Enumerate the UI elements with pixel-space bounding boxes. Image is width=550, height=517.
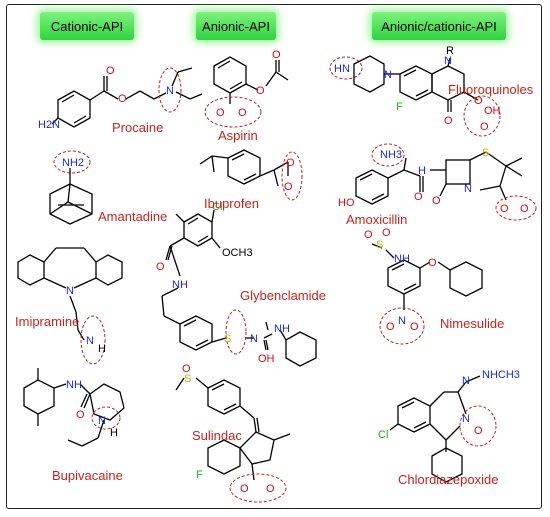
label-amoxicillin: Amoxicillin [346, 212, 408, 227]
atom-h: H [98, 343, 106, 355]
ibuprofen-structure [199, 149, 303, 201]
label-imipramine: Imipramine [15, 314, 80, 329]
atom-nh: NH [274, 323, 290, 335]
atom-o: O [76, 409, 85, 421]
atom-nh3: NH3 [380, 149, 402, 161]
label-amantadine: Amantadine [98, 209, 168, 224]
atom-hn: HN [334, 63, 350, 75]
atom-o: O [444, 115, 453, 127]
atom-nhch3: NHCH3 [482, 369, 520, 381]
amoxicillin-structure [355, 143, 537, 221]
atom-o: O [480, 121, 489, 133]
atom-o: O [364, 229, 373, 241]
atom-o: O [500, 203, 509, 215]
atom-s: S [184, 373, 191, 385]
atom-o: O [106, 65, 115, 77]
atom-o: O [284, 181, 293, 193]
label-fluoroquinoles: Fluoroquinoles [448, 82, 534, 97]
amantadine-structure [49, 150, 93, 225]
atom-oh: OH [258, 353, 275, 365]
atom-f: F [396, 101, 403, 113]
atom-n: N [462, 375, 470, 387]
atom-o: O [272, 49, 281, 61]
atom-o: O [414, 191, 423, 203]
atom-n: N [462, 413, 470, 425]
label-aspirin: Aspirin [218, 128, 258, 143]
atom-n: N [444, 55, 452, 67]
atom-nh: NH [394, 253, 410, 265]
atom-o: O [286, 157, 295, 169]
atom-h2n: H2N [38, 119, 60, 131]
imipramine-structure [17, 247, 123, 365]
atom-o: O [118, 93, 127, 105]
label-ibuprofen: Ibuprofen [204, 196, 259, 211]
label-nimesulide: Nimesulide [440, 316, 505, 331]
atom-n: N [384, 69, 392, 81]
figure-border [6, 4, 542, 509]
atom-o: O [266, 483, 275, 495]
atom-s: S [224, 333, 231, 345]
atom-nh: NH [172, 279, 188, 291]
glybenclamide-structure [161, 209, 317, 367]
atom-nh: NH [66, 379, 82, 391]
atom-f: F [196, 469, 203, 481]
procaine-structure [51, 67, 203, 128]
atom-s: S [376, 239, 383, 251]
atom-n: N [66, 285, 74, 297]
atom-o: O [182, 363, 191, 375]
atom-o: O [382, 227, 391, 239]
atom-o: O [520, 203, 529, 215]
atom-o: O [238, 107, 247, 119]
atom-cl: Cl [212, 201, 222, 213]
atom-o: O [474, 425, 483, 437]
fluoroquinoles-structure [329, 55, 501, 137]
atom-o: O [256, 85, 265, 97]
atom-o: O [216, 107, 225, 119]
atom-n: N [98, 415, 106, 427]
atom-o: O [156, 261, 165, 273]
atom-o: O [240, 483, 249, 495]
atom-s: S [482, 147, 489, 159]
atom-o: O [428, 257, 437, 269]
atom-o: O [410, 321, 419, 333]
atom-r: R [446, 45, 454, 57]
atom-h: H [110, 427, 118, 439]
aspirin-structure [204, 56, 289, 128]
bupivacaine-structure [23, 368, 125, 447]
chlordiazepoxide-structure [389, 375, 497, 483]
atom-nh2: NH2 [62, 157, 84, 169]
atom-cl: Cl [378, 429, 388, 441]
atom-n: N [86, 335, 94, 347]
atom-h: H [418, 165, 426, 177]
label-bupivacaine: Bupivacaine [52, 468, 123, 483]
label-procaine: Procaine [112, 120, 164, 135]
sulindac-structure [175, 377, 291, 503]
atom-o: O [432, 195, 441, 207]
atom-n: N [166, 85, 174, 97]
header-cationic-api: Cationic-API [40, 12, 134, 40]
atom-n: N [398, 315, 406, 327]
atom-n: N [464, 183, 472, 195]
label-sulindac: Sulindac [192, 428, 242, 443]
atom-och3: OCH3 [222, 247, 253, 259]
atom-ho: HO [338, 197, 355, 209]
atom-n: N [250, 333, 258, 345]
nimesulide-structure [371, 243, 483, 345]
label-chlordiazepoxide: Chlordiazepoxide [398, 472, 499, 487]
atom-o: O [474, 95, 483, 107]
header-anionic-cationic-api: Anionic/cationic-API [372, 12, 506, 40]
atom-o: O [386, 321, 395, 333]
label-glybenclamide: Glybenclamide [240, 288, 326, 303]
header-anionic-api: Anionic-API [196, 12, 276, 40]
atom-oh: OH [484, 105, 501, 117]
